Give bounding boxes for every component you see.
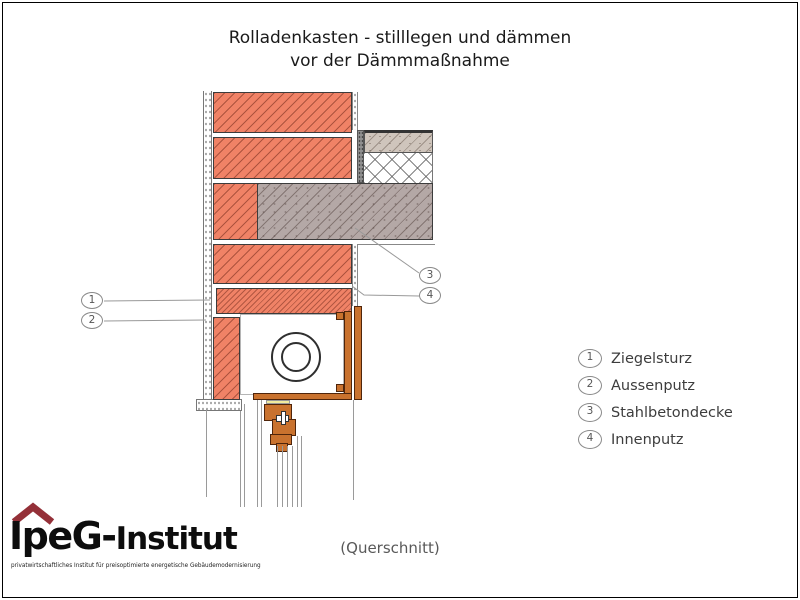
legend-label-1: Ziegelsturz bbox=[611, 350, 693, 367]
legend-label-4: Innenputz bbox=[611, 431, 684, 448]
legend-item-stahlbetondecke: 3 Stahlbetondecke bbox=[578, 403, 733, 422]
glazing-line bbox=[277, 446, 278, 507]
roller-coil-inner-circle bbox=[281, 342, 311, 372]
legend-number-3: 3 bbox=[578, 403, 602, 422]
logo-roof-icon bbox=[11, 502, 55, 525]
inner-plaster-upper bbox=[352, 92, 358, 130]
legend-number-2: 2 bbox=[578, 376, 602, 395]
sash-edge-line bbox=[297, 436, 298, 507]
legend: 1 Ziegelsturz 2 Aussenputz 3 Stahlbetond… bbox=[578, 349, 733, 449]
reveal-line bbox=[257, 400, 258, 507]
legend-label-2: Aussenputz bbox=[611, 377, 696, 394]
legend-label-3: Stahlbetondecke bbox=[611, 404, 733, 421]
brick-course-2 bbox=[213, 137, 352, 179]
inner-plaster-lower bbox=[352, 244, 358, 306]
wall-face-line-left bbox=[206, 409, 207, 497]
callout-4: 4 bbox=[419, 287, 441, 304]
joint-sealing-strip bbox=[266, 400, 290, 404]
sash-edge-line bbox=[301, 436, 302, 507]
legend-number-1: 1 bbox=[578, 349, 602, 368]
legend-item-aussenputz: 2 Aussenputz bbox=[578, 376, 733, 395]
brick-course-3-stub bbox=[213, 183, 258, 240]
lid-cleat-bottom bbox=[336, 384, 344, 392]
frame-hardware-cutout-v bbox=[281, 411, 286, 425]
box-bottom-board bbox=[253, 393, 352, 400]
glazing-line bbox=[282, 446, 283, 507]
callout-2: 2 bbox=[81, 312, 103, 329]
legend-number-4: 4 bbox=[578, 430, 602, 449]
ceiling-plaster-line bbox=[352, 240, 435, 245]
reveal-line bbox=[261, 400, 262, 507]
title-line-1: Rolladenkasten - stilllegen und dämmen bbox=[228, 28, 572, 48]
logo-text-main: IpeG- bbox=[9, 514, 117, 558]
reveal-line bbox=[240, 411, 241, 507]
reveal-plaster bbox=[196, 399, 242, 411]
concrete-slab bbox=[257, 183, 433, 240]
glazing-line bbox=[287, 446, 288, 507]
impact-sound-insulation bbox=[364, 153, 433, 183]
logo-wordmark: IpeG-Institut bbox=[9, 514, 238, 561]
brick-course-1 bbox=[213, 92, 352, 133]
brick-lintel-ziegelsturz bbox=[216, 288, 352, 314]
reveal-line bbox=[244, 404, 245, 507]
glazing-line bbox=[292, 446, 293, 507]
box-outer-board bbox=[354, 306, 362, 400]
outer-plaster-layer bbox=[203, 91, 212, 409]
screed-layer bbox=[364, 130, 433, 153]
edge-insulation-strip bbox=[357, 130, 364, 183]
page-title: Rolladenkasten - stilllegen und dämmen v… bbox=[0, 27, 800, 73]
section-caption: (Querschnitt) bbox=[340, 539, 440, 557]
lid-cleat-top bbox=[336, 312, 344, 320]
wall-face-line-right bbox=[353, 400, 354, 500]
callout-1: 1 bbox=[81, 292, 103, 309]
legend-item-innenputz: 4 Innenputz bbox=[578, 430, 733, 449]
callout-3: 3 bbox=[419, 267, 441, 284]
logo-tagline: privatwirtschaftliches Institut für prei… bbox=[11, 562, 261, 569]
title-line-2: vor der Dämmmaßnahme bbox=[290, 51, 510, 71]
brick-course-4 bbox=[213, 244, 352, 284]
logo-text-sub: Institut bbox=[115, 521, 238, 557]
box-side-brick bbox=[213, 317, 240, 400]
box-access-lid bbox=[344, 311, 352, 398]
legend-item-ziegelsturz: 1 Ziegelsturz bbox=[578, 349, 733, 368]
